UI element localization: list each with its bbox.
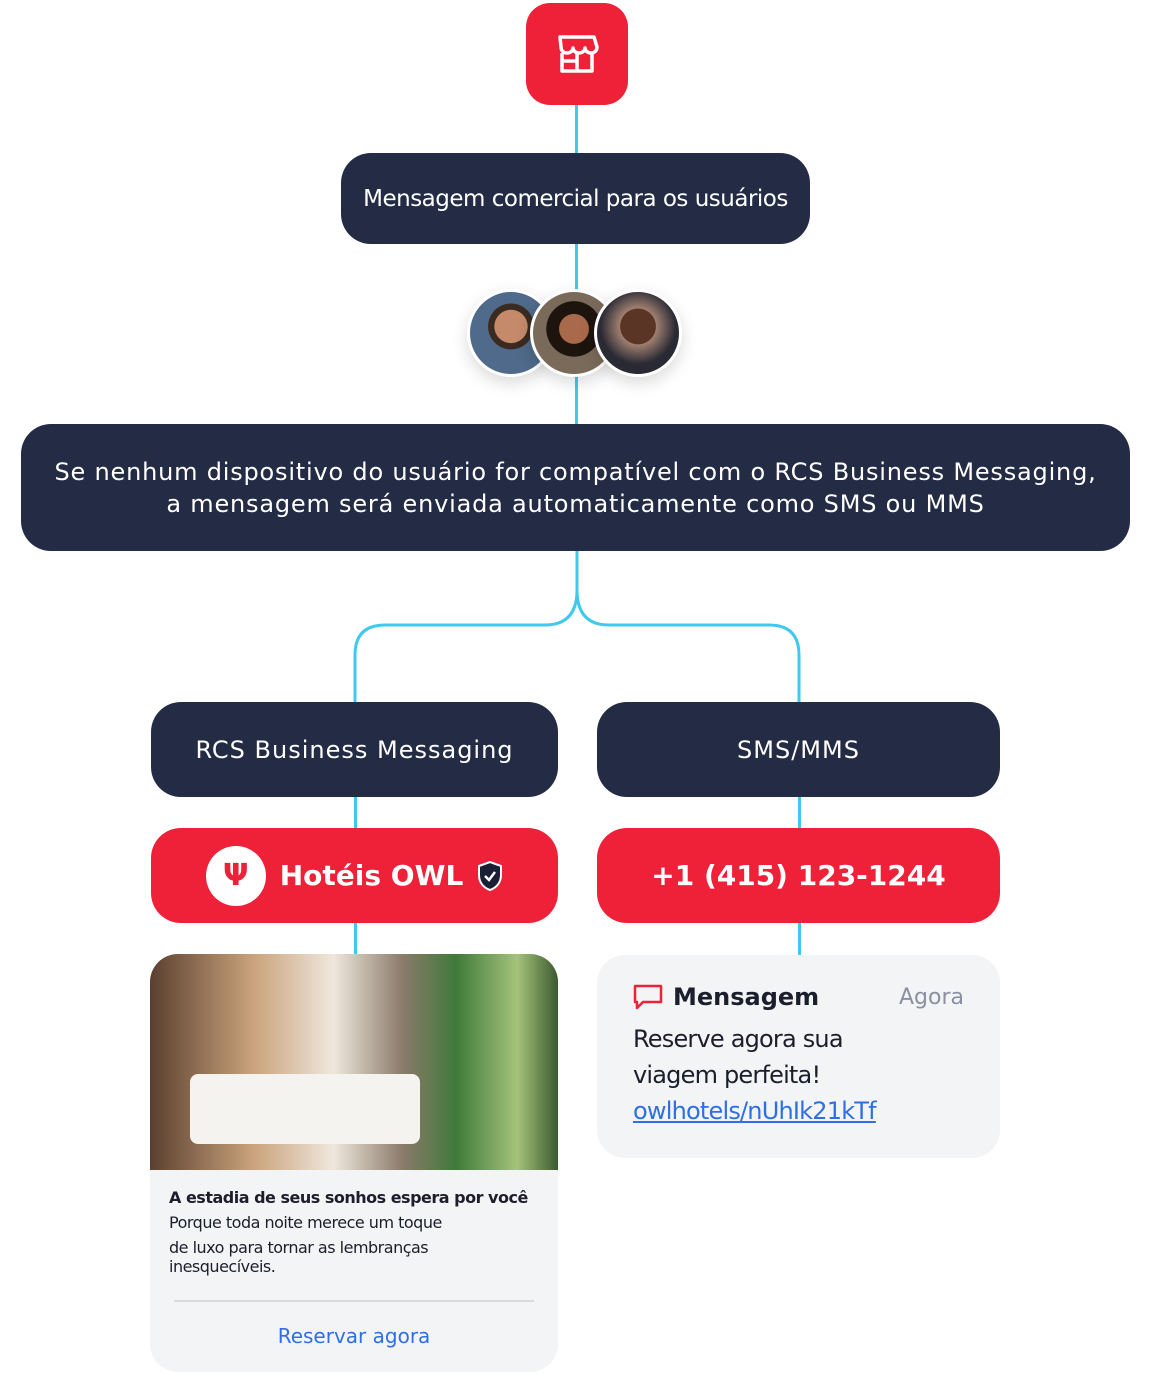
connector (575, 240, 578, 295)
connector (798, 795, 801, 831)
sms-label-box: SMS/MMS (597, 702, 1000, 797)
connector (354, 920, 357, 958)
avatar (594, 289, 682, 377)
fallback-note-line: Se nenhum dispositivo do usuário for com… (54, 457, 1097, 486)
connector (354, 795, 357, 831)
sms-sender-box: +1 (415) 123-1244 (597, 828, 1000, 923)
card-body: Porque toda noite merece um toque (169, 1213, 442, 1232)
verified-shield-icon (478, 860, 503, 891)
connector (575, 100, 578, 160)
rcs-label-box: RCS Business Messaging (151, 702, 558, 797)
message-line: viagem perfeita! (633, 1061, 821, 1089)
card-body: de luxo para tornar as lembranças inesqu… (169, 1238, 429, 1276)
divider (174, 1300, 534, 1302)
reserve-button[interactable]: Reservar agora (277, 1324, 431, 1348)
connector (575, 375, 578, 430)
hotel-logo: Ψ (205, 845, 266, 906)
rich-card: A estadia de seus sonhos espera por você… (150, 954, 558, 1372)
connector (798, 920, 801, 958)
hotel-room-image (150, 954, 558, 1170)
rcs-sender-box: Ψ Hotéis OWL (151, 828, 558, 923)
message-title: Mensagem (673, 983, 820, 1011)
fallback-note-line: a mensagem será enviada automaticamente … (166, 489, 985, 518)
sender-name: Hotéis OWL (279, 859, 464, 892)
business-message-box: Mensagem comercial para os usuários (341, 153, 810, 244)
branch-connector (353, 550, 801, 705)
storefront-icon (526, 3, 628, 105)
fallback-note-box: Se nenhum dispositivo do usuário for com… (21, 424, 1130, 551)
message-bubble-icon (633, 984, 663, 1010)
message-time: Agora (898, 984, 964, 1010)
sms-message-card: Mensagem Agora Reserve agora sua viagem … (597, 955, 1000, 1158)
card-title: A estadia de seus sonhos espera por você (169, 1188, 528, 1207)
message-link[interactable]: owlhotels/nUhIk21kTf (633, 1097, 877, 1125)
message-body: Reserve agora sua viagem perfeita! owlho… (633, 1021, 964, 1129)
message-line: Reserve agora sua (633, 1025, 844, 1053)
